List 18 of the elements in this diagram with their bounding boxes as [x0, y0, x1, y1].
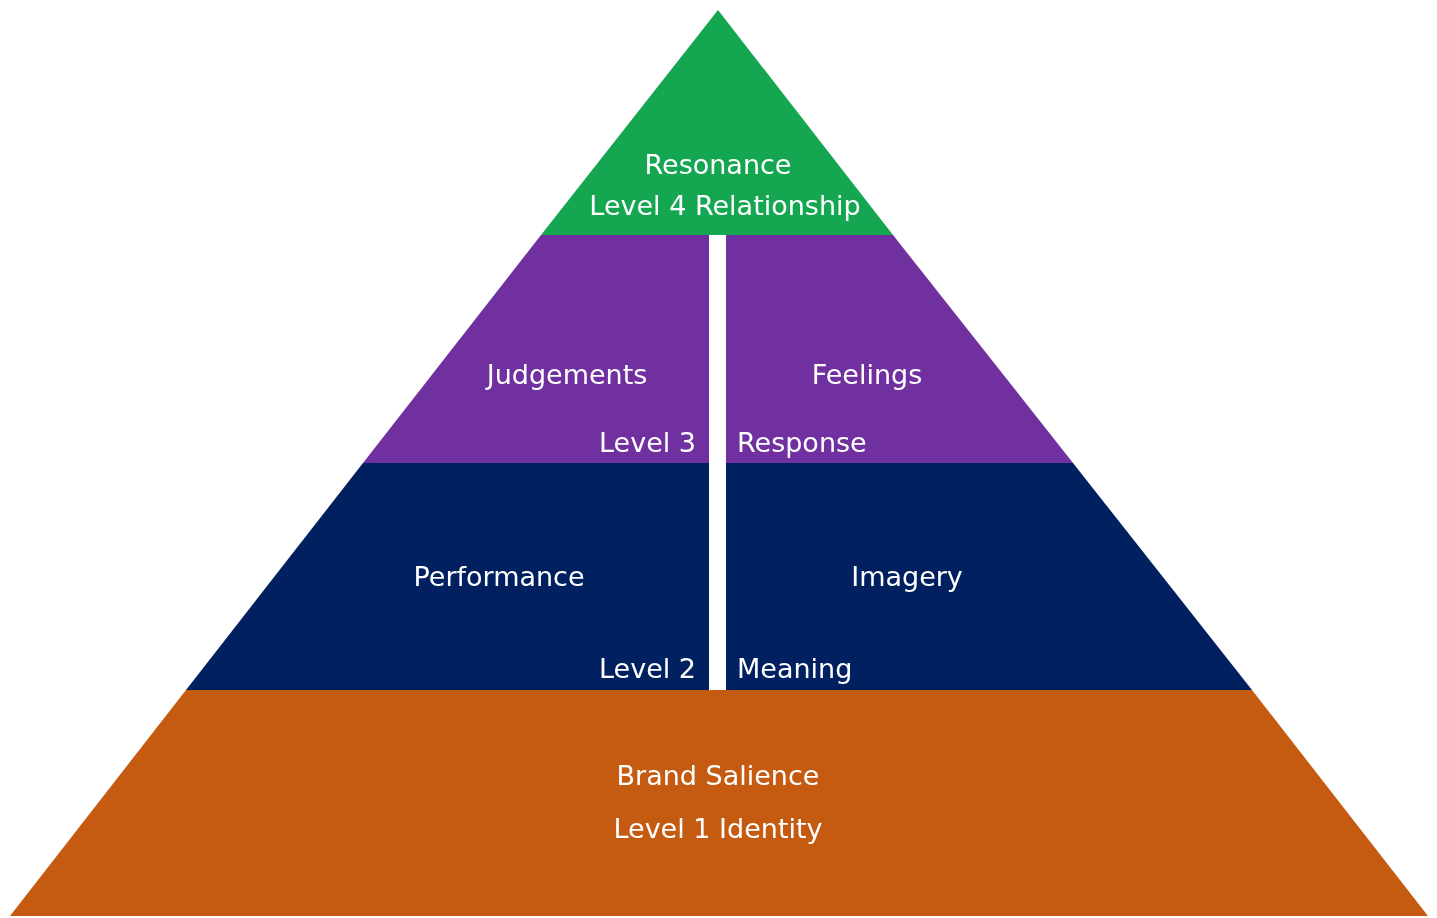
level-label: Level 4 Relationship: [589, 190, 861, 222]
pyramid-segment: [10, 690, 1428, 916]
level-label: Level 3: [598, 427, 696, 459]
pyramid-segment: [726, 235, 1073, 463]
segment-title: Judgements: [486, 359, 648, 391]
pyramid-segment: [186, 463, 709, 690]
pyramid-segment: [541, 10, 893, 235]
pyramid-segment: [726, 463, 1252, 690]
level-label: Level 1 Identity: [613, 813, 823, 845]
segment-title: Resonance: [644, 149, 792, 181]
segment-title: Imagery: [851, 561, 963, 593]
pyramid-segment: [363, 235, 709, 463]
segment-title: Performance: [413, 561, 585, 593]
level-label: Level 2: [598, 653, 696, 685]
level-label: Response: [737, 427, 867, 459]
level-label: Meaning: [737, 653, 853, 685]
segment-title: Feelings: [811, 359, 923, 391]
segment-title: Brand Salience: [616, 760, 820, 792]
